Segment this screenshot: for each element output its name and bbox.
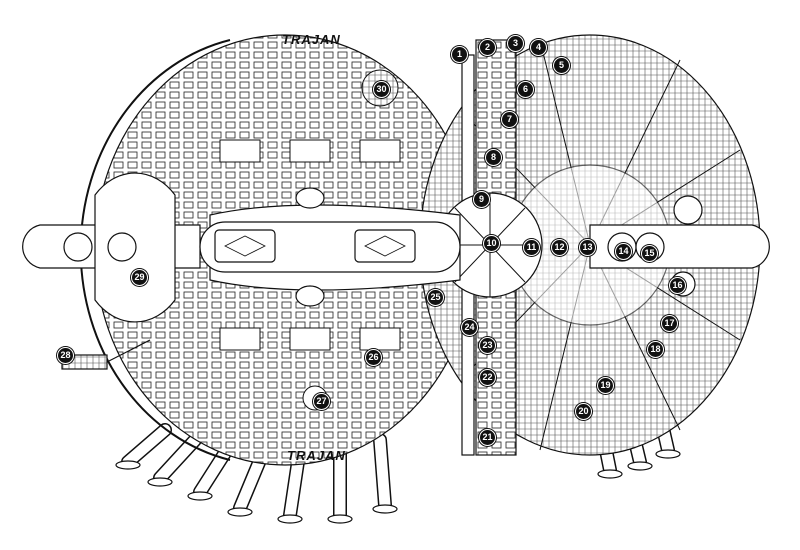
callout-19: 19 xyxy=(597,377,614,394)
landing-legs-left xyxy=(115,423,398,524)
callout-25: 25 xyxy=(427,289,444,306)
callout-16: 16 xyxy=(669,277,686,294)
callout-7: 7 xyxy=(501,111,518,128)
callout-24: 24 xyxy=(461,319,478,336)
callout-17: 17 xyxy=(661,315,678,332)
callout-28: 28 xyxy=(57,347,74,364)
callout-20: 20 xyxy=(575,403,592,420)
callout-4: 4 xyxy=(530,39,547,56)
callout-21: 21 xyxy=(479,429,496,446)
callout-5: 5 xyxy=(553,57,570,74)
ship-name-top: TRAJAN xyxy=(282,32,341,47)
callout-1: 1 xyxy=(451,46,468,63)
callout-30: 30 xyxy=(373,81,390,98)
callout-12: 12 xyxy=(551,239,568,256)
callout-14: 14 xyxy=(615,243,632,260)
callout-29: 29 xyxy=(131,269,148,286)
callout-3: 3 xyxy=(507,35,524,52)
callout-27: 27 xyxy=(313,393,330,410)
callout-2: 2 xyxy=(479,39,496,56)
callout-23: 23 xyxy=(479,337,496,354)
right-pod xyxy=(589,224,770,269)
callout-9: 9 xyxy=(473,191,490,208)
callout-15: 15 xyxy=(641,245,658,262)
callout-10: 10 xyxy=(483,235,500,252)
callout-18: 18 xyxy=(647,341,664,358)
ship-name-bottom: TRAJAN xyxy=(287,448,346,463)
callout-11: 11 xyxy=(523,239,540,256)
callout-22: 22 xyxy=(479,369,496,386)
callout-26: 26 xyxy=(365,349,382,366)
callout-6: 6 xyxy=(517,81,534,98)
callout-8: 8 xyxy=(485,149,502,166)
callout-13: 13 xyxy=(579,239,596,256)
